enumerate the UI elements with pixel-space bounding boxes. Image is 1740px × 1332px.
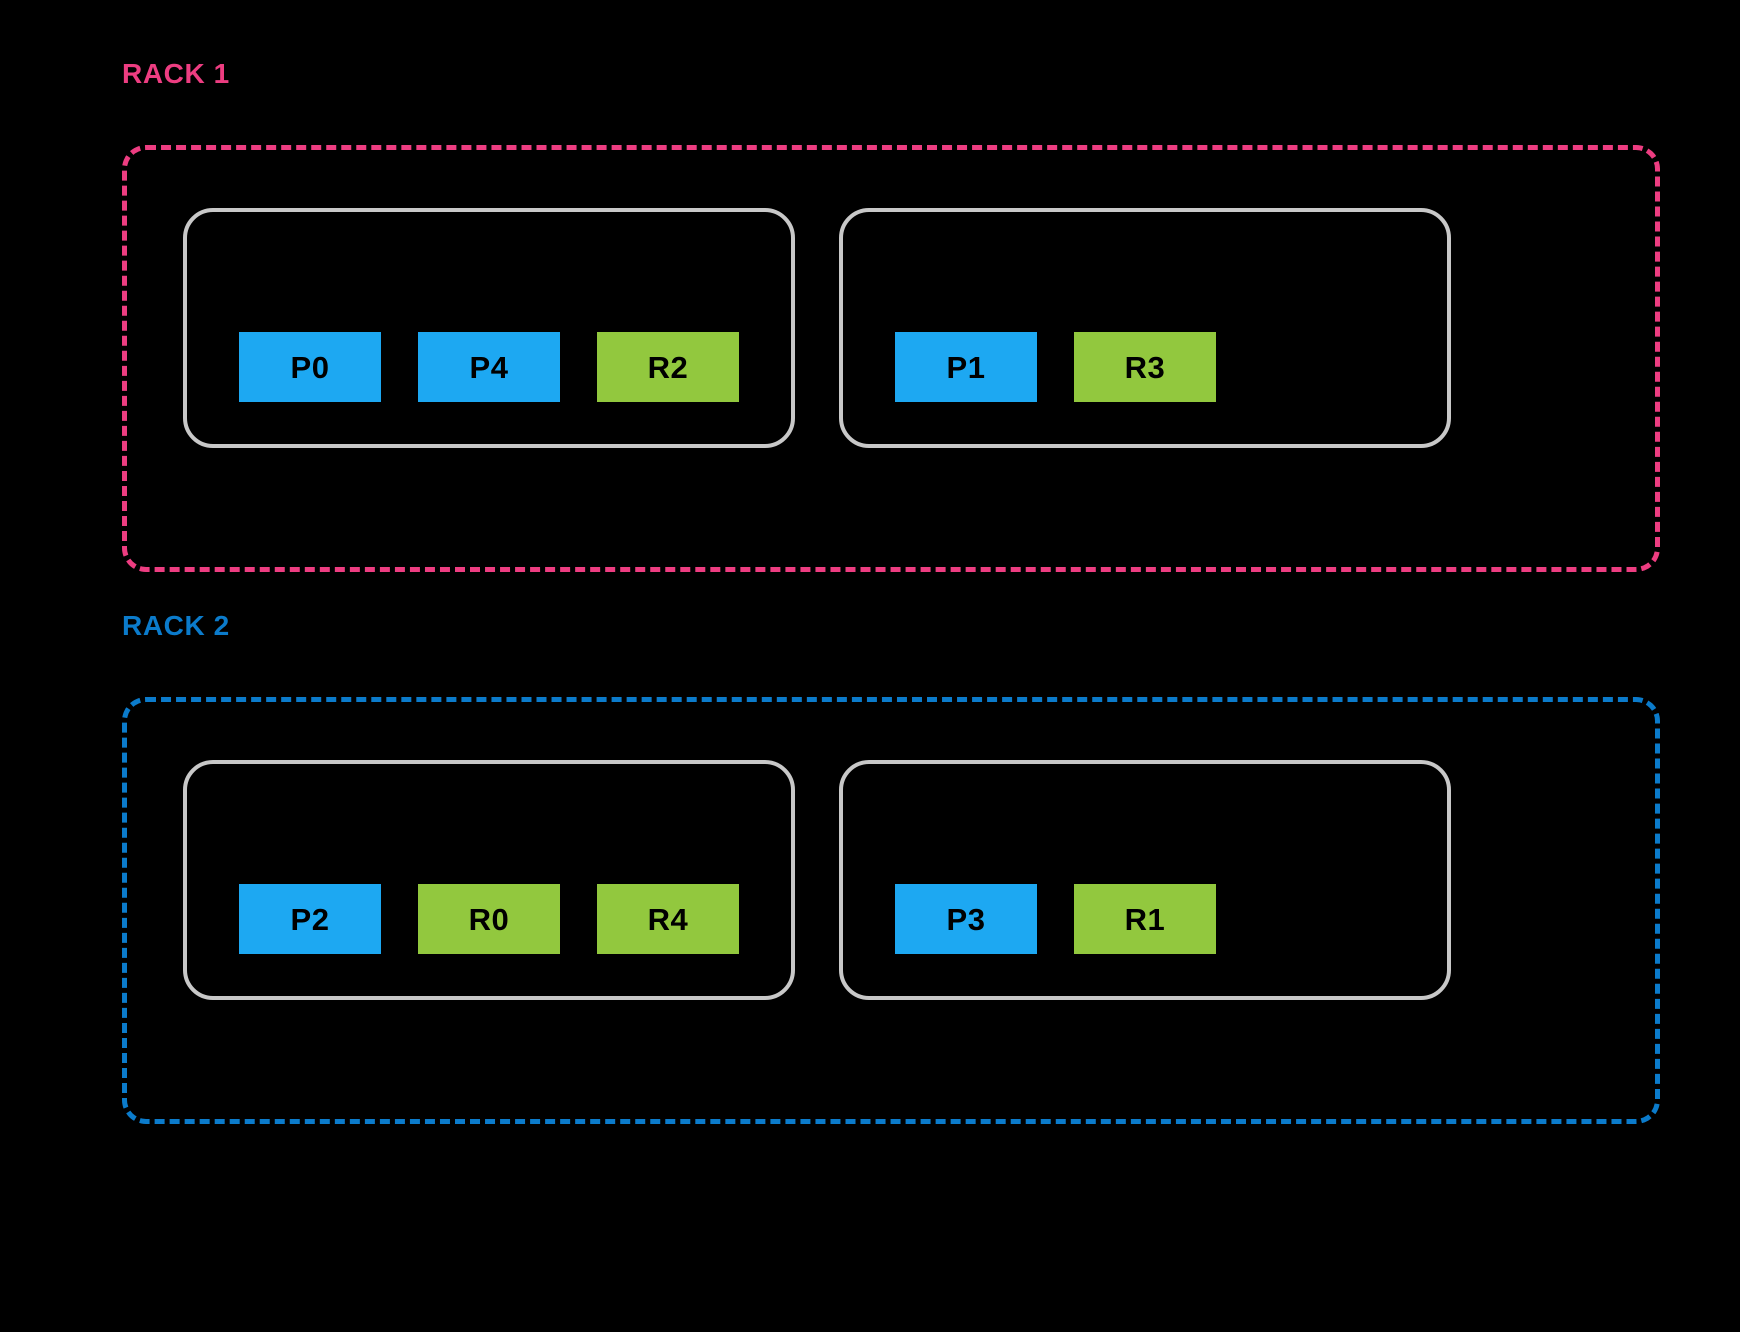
node-rack1-left: P0 P4 R2 xyxy=(183,208,795,448)
node-rack1-right: P1 R3 xyxy=(839,208,1451,448)
rack-boundary-2: P2 R0 R4 P3 R1 xyxy=(122,697,1660,1124)
rack-label-2: RACK 2 xyxy=(122,610,230,641)
chip-p3: P3 xyxy=(895,884,1037,954)
rack-boundary-1: P0 P4 R2 P1 R3 xyxy=(122,145,1660,572)
chip-p4: P4 xyxy=(418,332,560,402)
rack-label-1: RACK 1 xyxy=(122,58,230,89)
chip-r1: R1 xyxy=(1074,884,1216,954)
chip-p2: P2 xyxy=(239,884,381,954)
chip-p0: P0 xyxy=(239,332,381,402)
chip-p1: P1 xyxy=(895,332,1037,402)
node-rack2-left: P2 R0 R4 xyxy=(183,760,795,1000)
chip-r3: R3 xyxy=(1074,332,1216,402)
chip-r4: R4 xyxy=(597,884,739,954)
chip-r0: R0 xyxy=(418,884,560,954)
chip-r2: R2 xyxy=(597,332,739,402)
node-rack2-right: P3 R1 xyxy=(839,760,1451,1000)
